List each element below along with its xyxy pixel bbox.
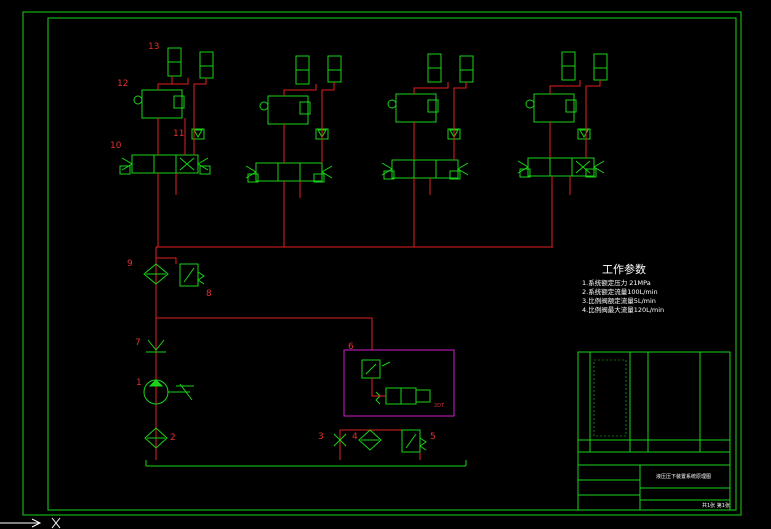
relief-valve-5 — [401, 429, 421, 453]
needle-valve — [333, 433, 347, 447]
solenoid-label: 2DT — [434, 403, 445, 409]
ucs-icon — [0, 517, 61, 529]
label-13: 13 — [148, 42, 159, 52]
sheet-number: 共1张 第1张 — [702, 502, 730, 509]
param-line-2: 2.系统额定流量100L/min — [582, 287, 658, 296]
small-filter — [193, 129, 203, 139]
label-7: 7 — [135, 338, 141, 348]
inner-frame — [47, 17, 737, 511]
title-block: 液压压下装置系统原理图 共1张 第1张 — [577, 351, 731, 511]
label-2: 2 — [170, 433, 176, 443]
suction-filter — [144, 427, 168, 449]
return-filter — [358, 429, 382, 451]
label-12: 12 — [117, 79, 128, 89]
proportional-valve — [361, 359, 431, 405]
label-9: 9 — [127, 259, 133, 269]
relief-valve-8 — [156, 257, 205, 287]
param-line-3: 3.比例阀额定流量5L/min — [582, 296, 656, 305]
label-1: 1 — [136, 378, 142, 388]
pump-motor — [143, 379, 194, 405]
actuator-group-1 — [119, 47, 214, 247]
label-4: 4 — [352, 432, 358, 442]
pilot-check-valve — [141, 89, 183, 119]
actuator-group-4 — [517, 51, 608, 247]
label-8: 8 — [206, 289, 212, 299]
drawing-name: 液压压下装置系统原理图 — [656, 473, 711, 480]
param-line-4: 4.比例阀最大流量120L/min — [582, 305, 664, 314]
main-filter — [143, 263, 169, 285]
param-line-1: 1.系统额定压力 21MPa — [582, 278, 651, 287]
params-title: 工作参数 — [602, 262, 646, 276]
branch-pipe — [156, 317, 373, 350]
proportional-valve-enclosure — [343, 349, 455, 417]
actuator-group-2 — [245, 55, 342, 247]
label-3: 3 — [318, 432, 324, 442]
label-6: 6 — [348, 342, 354, 352]
label-5: 5 — [430, 432, 436, 442]
label-11: 11 — [173, 129, 184, 139]
actuator-group-3 — [381, 53, 474, 247]
outer-frame — [22, 11, 742, 516]
check-valve — [147, 339, 165, 351]
label-10: 10 — [110, 141, 122, 151]
